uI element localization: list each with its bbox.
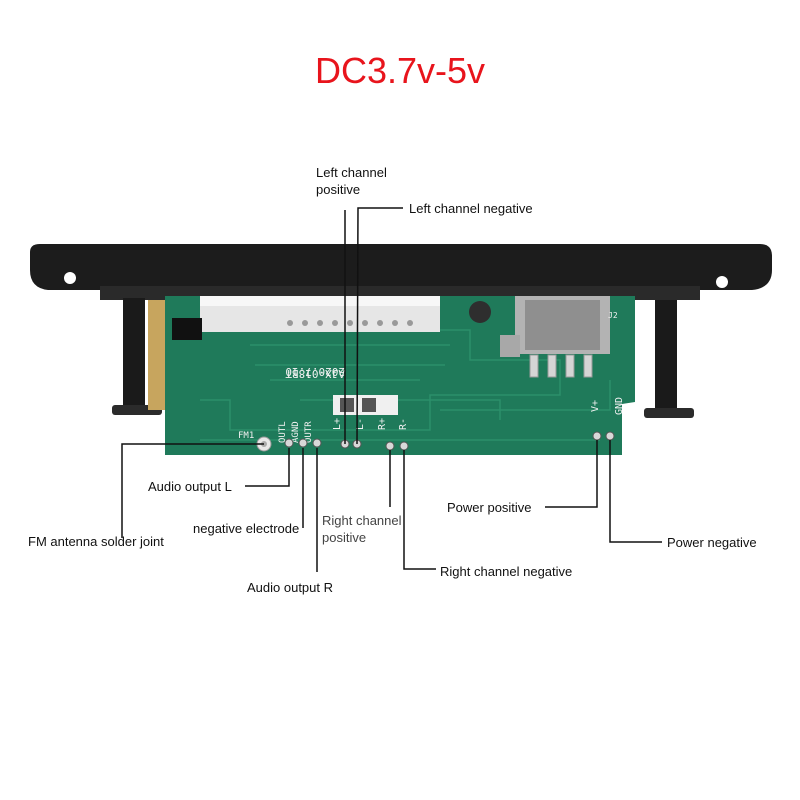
leader-lines: [121, 207, 662, 572]
post-left: [123, 298, 145, 410]
leader-fm-antenna: [121, 443, 264, 538]
pad-outr: [312, 438, 322, 448]
silk-outr-label: OUTR: [304, 421, 314, 443]
pad-agnd: [298, 438, 308, 448]
component-block: [172, 318, 202, 340]
leader-power-positive: [545, 440, 598, 508]
mount-hole-right: [716, 276, 728, 288]
label-right-channel-negative: Right channel negative: [440, 564, 573, 579]
label-audio-output-r: Audio output R: [247, 580, 334, 595]
pad-gnd: [605, 431, 615, 441]
voltage-title: DC3.7v-5v: [314, 50, 486, 91]
post-foot-right: [644, 408, 694, 418]
silk-lplus: L+: [332, 418, 343, 430]
label-right-channel-positive-line2: positive: [322, 530, 367, 545]
mount-hole-left: [64, 272, 76, 284]
front-panel: [30, 244, 772, 290]
silk-agnd-label: AGND: [291, 421, 301, 443]
silk-fm1-label: FM1: [238, 431, 254, 441]
label-power-negative: Power negative: [667, 535, 757, 550]
pad-vplus: [592, 431, 602, 441]
board-date-text: 2020.7.10: [285, 365, 345, 378]
label-left-channel-positive-line1: Left channel: [316, 165, 387, 180]
label-power-positive: Power positive: [447, 500, 532, 515]
label-right-channel-positive-line1: Right channel: [322, 513, 402, 528]
label-left-channel-positive: Left channel positive: [316, 164, 387, 198]
label-audio-output-l: Audio output L: [148, 479, 232, 494]
leader-power-negative: [609, 440, 662, 543]
pad-rplus: [385, 441, 395, 451]
pad-outl: [284, 438, 294, 448]
post-right: [655, 300, 677, 412]
leader-audio-l: [245, 448, 290, 487]
silk-gnd: GND: [614, 397, 625, 415]
silk-rminus: R-: [398, 418, 409, 430]
label-left-channel-negative: Left channel negative: [409, 201, 533, 216]
leader-right-negative: [403, 450, 436, 570]
label-fm-antenna: FM antenna solder joint: [28, 534, 164, 549]
silk-j2: J2: [608, 311, 618, 320]
silk-vplus: V+: [590, 400, 601, 412]
silk-lminus: L-: [355, 418, 366, 430]
label-negative-electrode: negative electrode: [193, 521, 300, 536]
label-right-channel-positive: Right channel positive: [322, 512, 402, 546]
gold-tape: [148, 300, 168, 410]
silk-outl-label: OUTL: [278, 421, 288, 443]
microphone: [469, 301, 491, 323]
leader-left-negative: [356, 207, 403, 445]
pad-rminus: [399, 441, 409, 451]
silk-rplus: R+: [377, 418, 388, 430]
label-left-channel-positive-line2: positive: [316, 182, 361, 197]
board-id-text: AJX-018BT: [285, 367, 345, 380]
